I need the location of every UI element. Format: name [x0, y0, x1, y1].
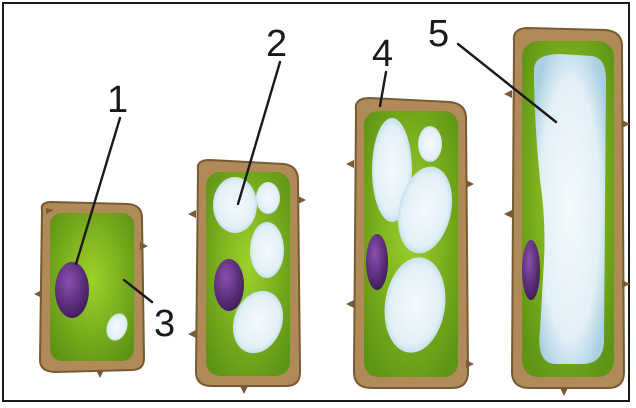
- nucleus: [214, 259, 244, 311]
- leader-lines: [76, 44, 556, 302]
- cell-3: [346, 98, 474, 388]
- label-4: 4: [372, 33, 393, 75]
- label-5: 5: [428, 13, 449, 55]
- vacuole: [418, 126, 442, 162]
- nucleus: [366, 234, 388, 290]
- cell-2: [188, 160, 306, 394]
- vacuole: [250, 222, 284, 278]
- label-2: 2: [266, 23, 287, 65]
- cell-1: [34, 202, 148, 378]
- label-1: 1: [107, 79, 128, 121]
- vacuole: [534, 54, 606, 364]
- nucleus: [522, 240, 540, 300]
- label-3: 3: [154, 303, 175, 345]
- vacuole: [256, 182, 280, 214]
- nucleus: [55, 262, 89, 318]
- cell-4: [504, 28, 630, 396]
- vacuole: [213, 177, 257, 233]
